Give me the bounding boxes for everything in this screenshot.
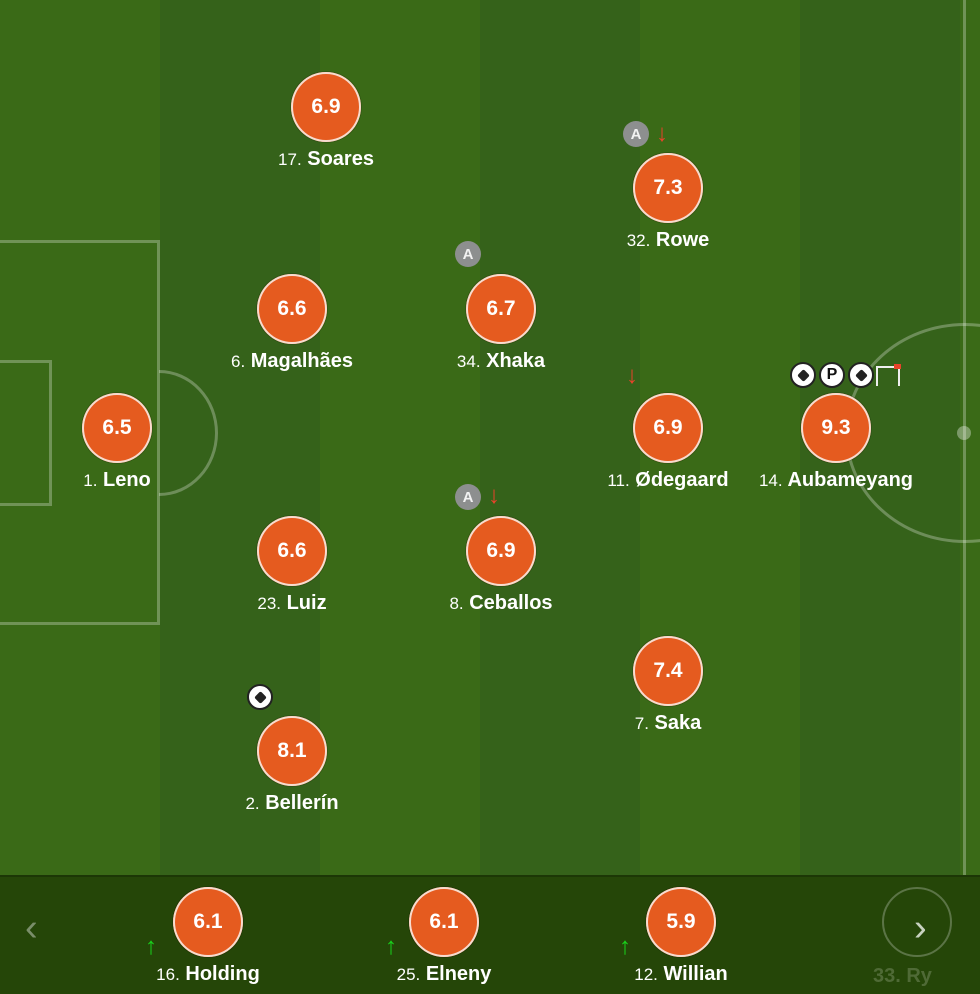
sub-out-arrow-icon: ↓ <box>626 362 638 389</box>
prev-arrow-icon[interactable]: ‹ <box>25 907 38 949</box>
player-bellerin[interactable]: 8.1 2. Bellerín <box>192 716 392 836</box>
sub-out-arrow-icon: ↓ <box>656 120 668 147</box>
sub-ryan-bubble[interactable] <box>882 887 952 957</box>
player-name: 14. Aubameyang <box>758 469 914 491</box>
player-name: 11. Ødegaard <box>607 469 729 491</box>
assist-icon: A <box>623 121 649 147</box>
rating-badge: 5.9 <box>646 887 716 957</box>
player-name: 7. Saka <box>634 712 702 734</box>
sub-in-arrow-icon: ↑ <box>619 933 631 960</box>
rating-badge: 6.5 <box>82 393 152 463</box>
player-odegaard[interactable]: 6.9 11. Ødegaard <box>568 393 768 513</box>
substitutes-bar: ‹ ↑ 6.1 16. Holding ↑ 6.1 25. Elneny ↑ 5… <box>0 875 980 994</box>
penalty-goal-icon: P <box>819 362 845 388</box>
next-arrow-icon[interactable]: › <box>914 907 927 949</box>
rating-badge: 6.1 <box>173 887 243 957</box>
rating-badge: 8.1 <box>257 716 327 786</box>
player-name: 23. Luiz <box>257 592 327 614</box>
player-name: 17. Soares <box>278 148 374 170</box>
sub-out-arrow-icon: ↓ <box>488 482 500 509</box>
player-name: 6. Magalhães <box>230 350 353 372</box>
player-name: 1. Leno <box>83 469 151 491</box>
rating-badge: 6.7 <box>466 274 536 344</box>
assist-icon: A <box>455 241 481 267</box>
rating-badge: 7.3 <box>633 153 703 223</box>
player-name: 12. Willian <box>634 963 728 985</box>
sub-in-arrow-icon: ↑ <box>145 933 157 960</box>
goal-ball-icon <box>848 362 874 388</box>
sub-willian[interactable]: 5.9 12. Willian <box>581 887 781 994</box>
sub-ryan-name: 33. Ry <box>873 965 932 987</box>
goal-ball-icon <box>790 362 816 388</box>
player-rowe[interactable]: 7.3 32. Rowe <box>568 153 768 273</box>
assist-icon: A <box>455 484 481 510</box>
goal-area <box>0 360 52 506</box>
player-name: 34. Xhaka <box>456 350 546 372</box>
rating-badge: 7.4 <box>633 636 703 706</box>
player-xhaka[interactable]: 6.7 34. Xhaka <box>401 274 601 394</box>
sub-elneny[interactable]: 6.1 25. Elneny <box>344 887 544 994</box>
rating-badge: 6.1 <box>409 887 479 957</box>
pitch: 6.5 1. Leno 6.9 17. Soares 6.6 6. Magalh… <box>0 0 980 875</box>
player-name: 8. Ceballos <box>449 592 553 614</box>
rating-badge: 6.9 <box>466 516 536 586</box>
sub-in-arrow-icon: ↑ <box>385 933 397 960</box>
player-soares[interactable]: 6.9 17. Soares <box>226 72 426 192</box>
rating-badge: 6.6 <box>257 274 327 344</box>
player-name: 32. Rowe <box>626 229 710 251</box>
player-saka[interactable]: 7.4 7. Saka <box>568 636 768 756</box>
sub-holding[interactable]: 6.1 16. Holding <box>108 887 308 994</box>
player-magalhaes[interactable]: 6.6 6. Magalhães <box>192 274 392 394</box>
goal-flag-icon <box>894 364 901 369</box>
player-luiz[interactable]: 6.6 23. Luiz <box>192 516 392 636</box>
player-name: 16. Holding <box>156 963 260 985</box>
center-spot <box>957 426 971 440</box>
goal-net-icon <box>876 364 901 386</box>
penalty-area <box>0 240 160 625</box>
rating-badge: 9.3 <box>801 393 871 463</box>
player-ceballos[interactable]: 6.9 8. Ceballos <box>401 516 601 636</box>
rating-badge: 6.9 <box>633 393 703 463</box>
player-leno[interactable]: 6.5 1. Leno <box>17 393 217 513</box>
rating-badge: 6.9 <box>291 72 361 142</box>
rating-badge: 6.6 <box>257 516 327 586</box>
goal-ball-icon <box>247 684 273 710</box>
player-name: 2. Bellerín <box>245 792 339 814</box>
player-aubameyang[interactable]: 9.3 14. Aubameyang <box>736 393 936 513</box>
player-name: 25. Elneny <box>396 963 492 985</box>
